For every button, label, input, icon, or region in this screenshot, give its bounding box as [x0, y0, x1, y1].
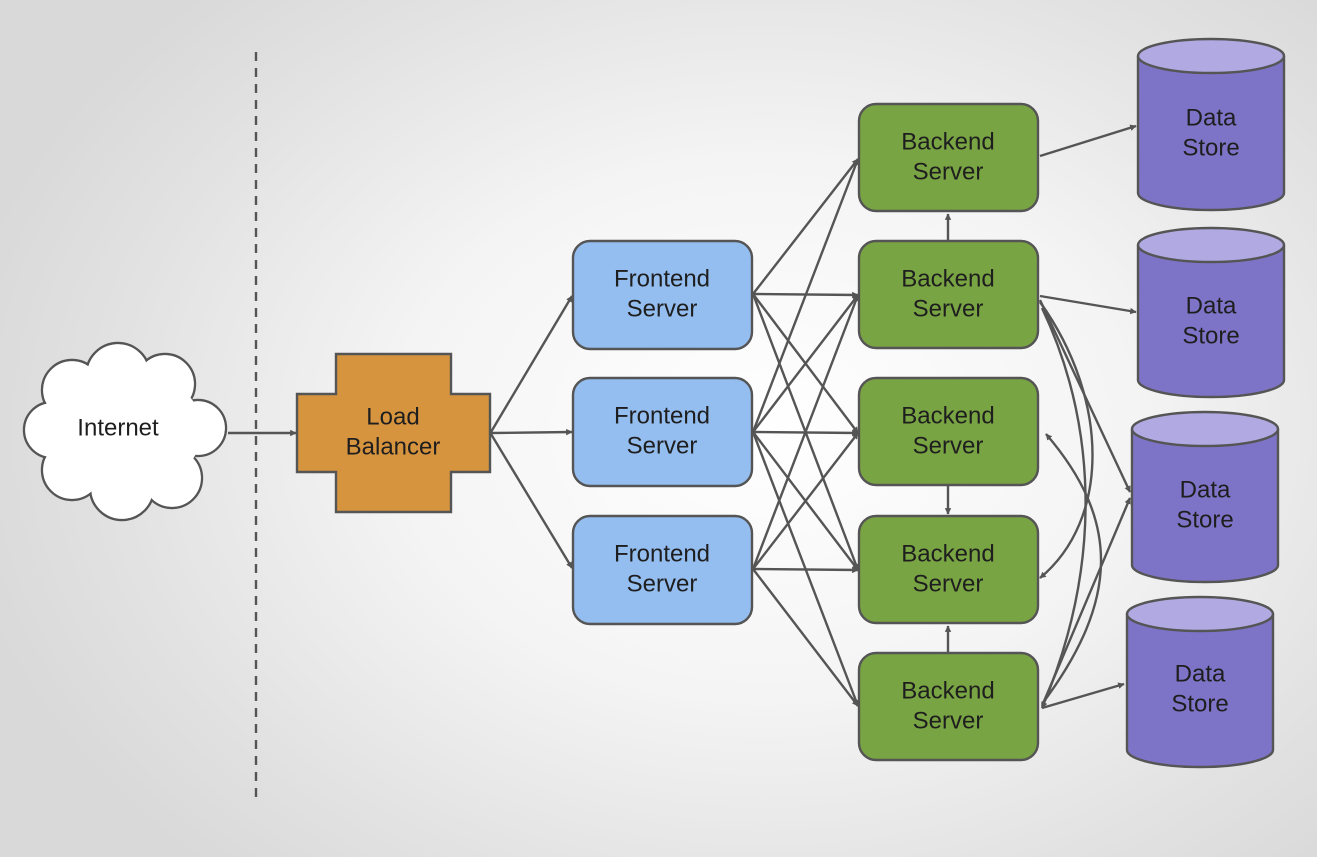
edge-backend-to-data-store: [1041, 682, 1125, 710]
load-balancer-label-line2: Balancer: [346, 433, 441, 460]
data-store-4: Data Store: [1125, 595, 1275, 769]
frontend-server-box: [571, 514, 754, 626]
backend-label-line1: Backend: [901, 540, 994, 567]
backend-label-line1: Backend: [901, 265, 994, 292]
internet-label: Internet: [77, 414, 159, 441]
data-store-label-line2: Store: [1171, 690, 1228, 717]
frontend-server-2: Frontend Server: [571, 376, 754, 488]
data-store-label-line2: Store: [1182, 322, 1239, 349]
backend-server-1: Backend Server: [857, 102, 1040, 213]
internet-cloud: Internet: [22, 341, 228, 522]
data-store-label-line2: Store: [1182, 134, 1239, 161]
edge-lb-to-frontend: [490, 428, 573, 436]
data-store-label-line1: Data: [1175, 660, 1226, 687]
backend-server-3: Backend Server: [857, 376, 1040, 487]
edge-backend-to-data-store: [1040, 497, 1132, 707]
edge-backend-to-backend: [1040, 307, 1087, 709]
database-icon: [1125, 595, 1275, 769]
backend-label-line1: Backend: [901, 677, 994, 704]
edge-frontend-to-backend: [752, 432, 859, 570]
frontend-label-line2: Server: [627, 295, 698, 322]
backend-server-5: Backend Server: [857, 651, 1040, 762]
data-store-label-line1: Data: [1186, 104, 1237, 131]
edge-frontend-to-backend: [751, 158, 860, 433]
load-balancer-label-line1: Load: [366, 403, 419, 430]
data-store-label-line1: Data: [1180, 476, 1231, 503]
database-icon: [1136, 37, 1286, 212]
edge-lb-to-frontend: [489, 295, 574, 433]
data-store-1: Data Store: [1136, 37, 1286, 212]
data-store-2: Data Store: [1136, 226, 1286, 399]
edge-backend-to-backend: [1041, 433, 1103, 705]
load-balancer-shape: [295, 352, 492, 514]
backend-server-box: [857, 239, 1040, 350]
edge-frontend-to-backend: [751, 294, 860, 570]
backend-server-box: [857, 102, 1040, 213]
frontend-label-line1: Frontend: [614, 402, 710, 429]
frontend-label-line1: Frontend: [614, 265, 710, 292]
database-icon: [1130, 410, 1280, 584]
backend-server-2: Backend Server: [857, 239, 1040, 350]
backend-label-line2: Server: [913, 432, 984, 459]
edge-frontend-to-backend: [752, 158, 859, 295]
load-balancer-node: Load Balancer: [295, 352, 492, 514]
edge-frontend-to-backend: [752, 568, 859, 707]
backend-label-line2: Server: [913, 158, 984, 185]
frontend-label-line2: Server: [627, 432, 698, 459]
edge-frontend-to-backend: [752, 566, 859, 574]
backend-server-box: [857, 514, 1040, 625]
backend-server-4: Backend Server: [857, 514, 1040, 625]
data-store-label-line2: Store: [1176, 506, 1233, 533]
frontend-server-box: [571, 239, 754, 351]
backend-label-line2: Server: [913, 570, 984, 597]
edge-lb-to-frontend: [489, 433, 574, 569]
data-store-3: Data Store: [1130, 410, 1280, 584]
frontend-server-box: [571, 376, 754, 488]
backend-server-box: [857, 651, 1040, 762]
backend-label-line1: Backend: [901, 128, 994, 155]
edges: [228, 124, 1137, 710]
backend-label-line2: Server: [913, 707, 984, 734]
frontend-server-1: Frontend Server: [571, 239, 754, 351]
backend-server-box: [857, 376, 1040, 487]
backend-label-line2: Server: [913, 295, 984, 322]
edge-backend-to-backend: [1039, 301, 1094, 579]
backend-label-line1: Backend: [901, 402, 994, 429]
frontend-label-line2: Server: [627, 570, 698, 597]
data-store-label-line1: Data: [1186, 292, 1237, 319]
edge-frontend-to-backend: [752, 294, 859, 433]
edge-backend-to-data-store: [1039, 294, 1137, 315]
edge-backend-to-data-store: [1039, 124, 1137, 158]
frontend-label-line1: Frontend: [614, 540, 710, 567]
frontend-server-3: Frontend Server: [571, 514, 754, 626]
database-icon: [1136, 226, 1286, 399]
